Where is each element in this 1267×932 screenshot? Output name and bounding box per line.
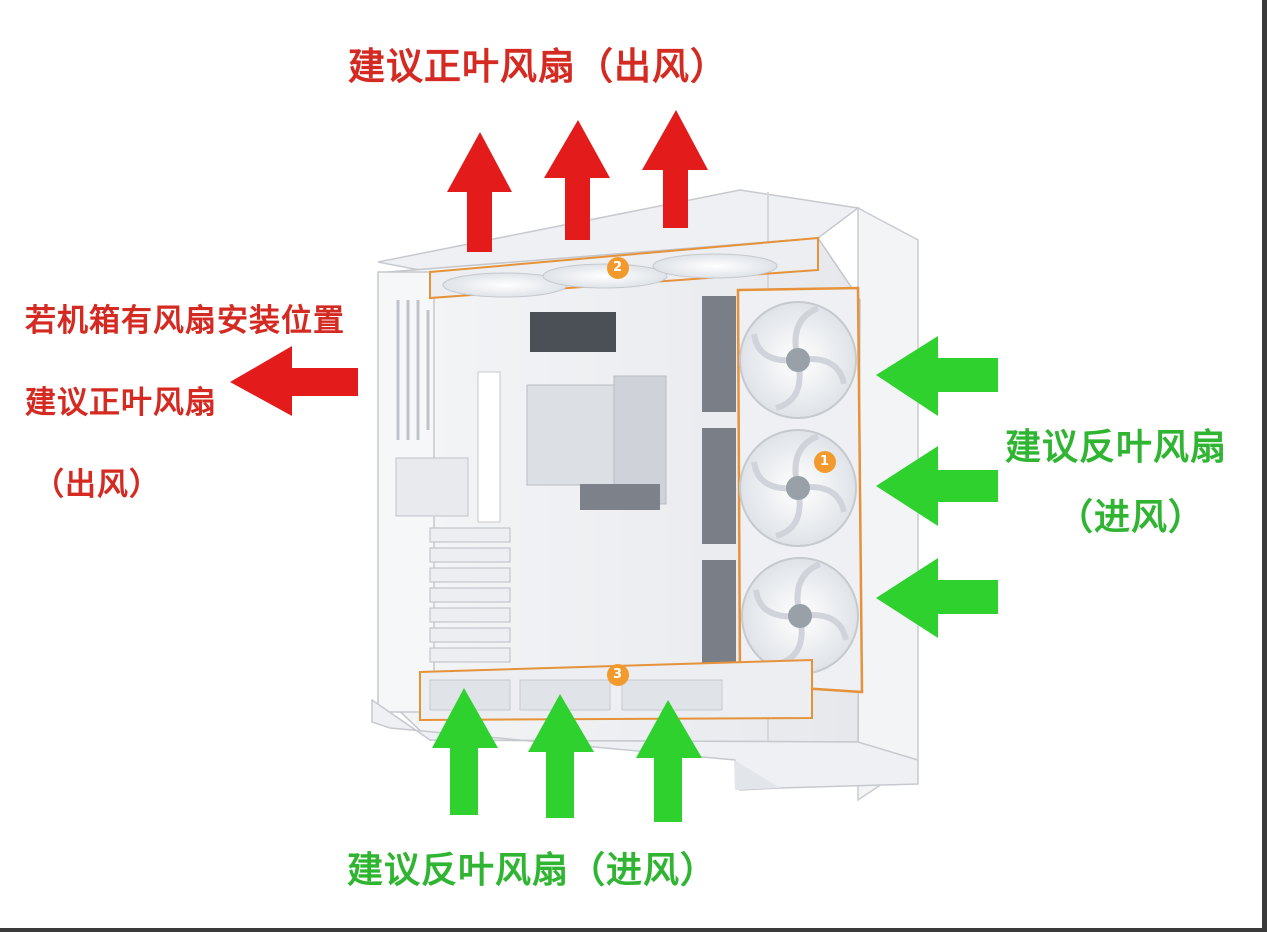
bottom-intake-label: 建议反叶风扇（进风） (347, 850, 718, 891)
io-bracket (395, 457, 469, 517)
rear-exhaust-label-line3: （出风） (33, 467, 161, 503)
badge-number-top: 2 (613, 260, 624, 275)
arrow-left-green-icon (876, 558, 998, 638)
side-intake-label-line1: 建议反叶风扇 (1005, 427, 1228, 468)
heatsink-fins (580, 484, 660, 510)
fan-icon (652, 253, 778, 279)
cpu-cable-cutout (530, 312, 616, 352)
arrow-up-red-icon (642, 110, 708, 228)
arrow-up-green-icon (528, 694, 594, 818)
arrow-up-green-icon (432, 688, 498, 815)
case-foot (734, 760, 780, 790)
cpu-cutout (526, 384, 616, 486)
badge-number-side: 1 (820, 454, 831, 469)
side-fan-group (736, 286, 864, 694)
rear-exhaust-label-line1: 若机箱有风扇安装位置 (25, 303, 345, 339)
intake-arrows (432, 336, 998, 822)
side-intake-label-line2: （进风） (1057, 497, 1206, 538)
pcie-slots (429, 527, 511, 663)
fan-group-badge-top (607, 257, 629, 279)
arrow-up-red-icon (447, 132, 512, 252)
cpu-bracket (613, 375, 667, 505)
arrow-left-green-icon (876, 446, 998, 526)
fan-icon (429, 679, 511, 711)
top-fan-group (429, 236, 819, 300)
arrow-left-red-icon (230, 346, 358, 416)
fan-group-badge-bottom (607, 664, 629, 686)
arrow-left-green-icon (876, 336, 998, 416)
fan-icon (739, 301, 857, 419)
rear-fan-opening (477, 371, 501, 523)
fan-icon (741, 557, 859, 675)
cable-cutout-2 (702, 428, 736, 544)
bottom-fan-group (419, 658, 813, 722)
fan-group-badge-side (814, 451, 836, 473)
rear-vent-slots (396, 300, 430, 440)
fan-icon (542, 263, 668, 289)
badge-number-bottom: 3 (613, 667, 624, 682)
arrow-up-green-icon (636, 700, 702, 822)
cable-cutout-3 (702, 560, 736, 676)
exhaust-arrows (230, 110, 708, 416)
arrow-up-red-icon (544, 120, 610, 240)
top-exhaust-label: 建议正叶风扇（出风） (348, 45, 728, 88)
fan-icon (621, 679, 723, 711)
rear-exhaust-label-line2: 建议正叶风扇 (25, 385, 217, 421)
image-border-bottom (0, 928, 1267, 932)
image-border-right (1262, 0, 1267, 932)
fan-icon (739, 429, 857, 547)
cable-cutout-1 (702, 296, 736, 412)
